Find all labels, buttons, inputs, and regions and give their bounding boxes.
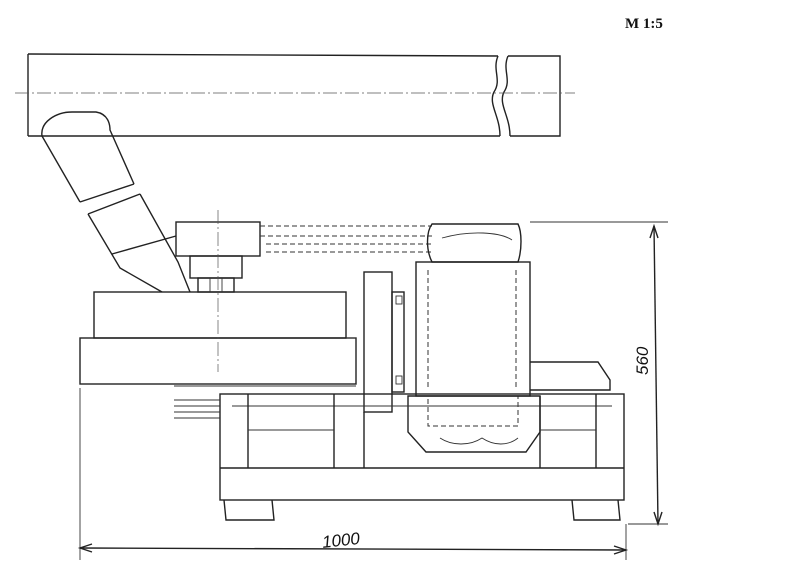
width-dimension-label: 1000	[321, 529, 361, 552]
scale-label: M 1:5	[625, 16, 663, 32]
side-plate	[530, 361, 611, 391]
width-dimension	[77, 388, 629, 560]
height-dimension-label: 560	[633, 346, 652, 375]
base-frame	[174, 393, 625, 521]
height-dimension	[530, 221, 668, 527]
central-column	[363, 271, 405, 413]
motor-unit	[175, 210, 261, 372]
hopper-housing	[407, 261, 541, 453]
pulley-housing	[426, 223, 522, 263]
drive-belt	[260, 225, 432, 253]
inclined-chute	[41, 111, 191, 293]
overhead-beam	[15, 53, 575, 137]
